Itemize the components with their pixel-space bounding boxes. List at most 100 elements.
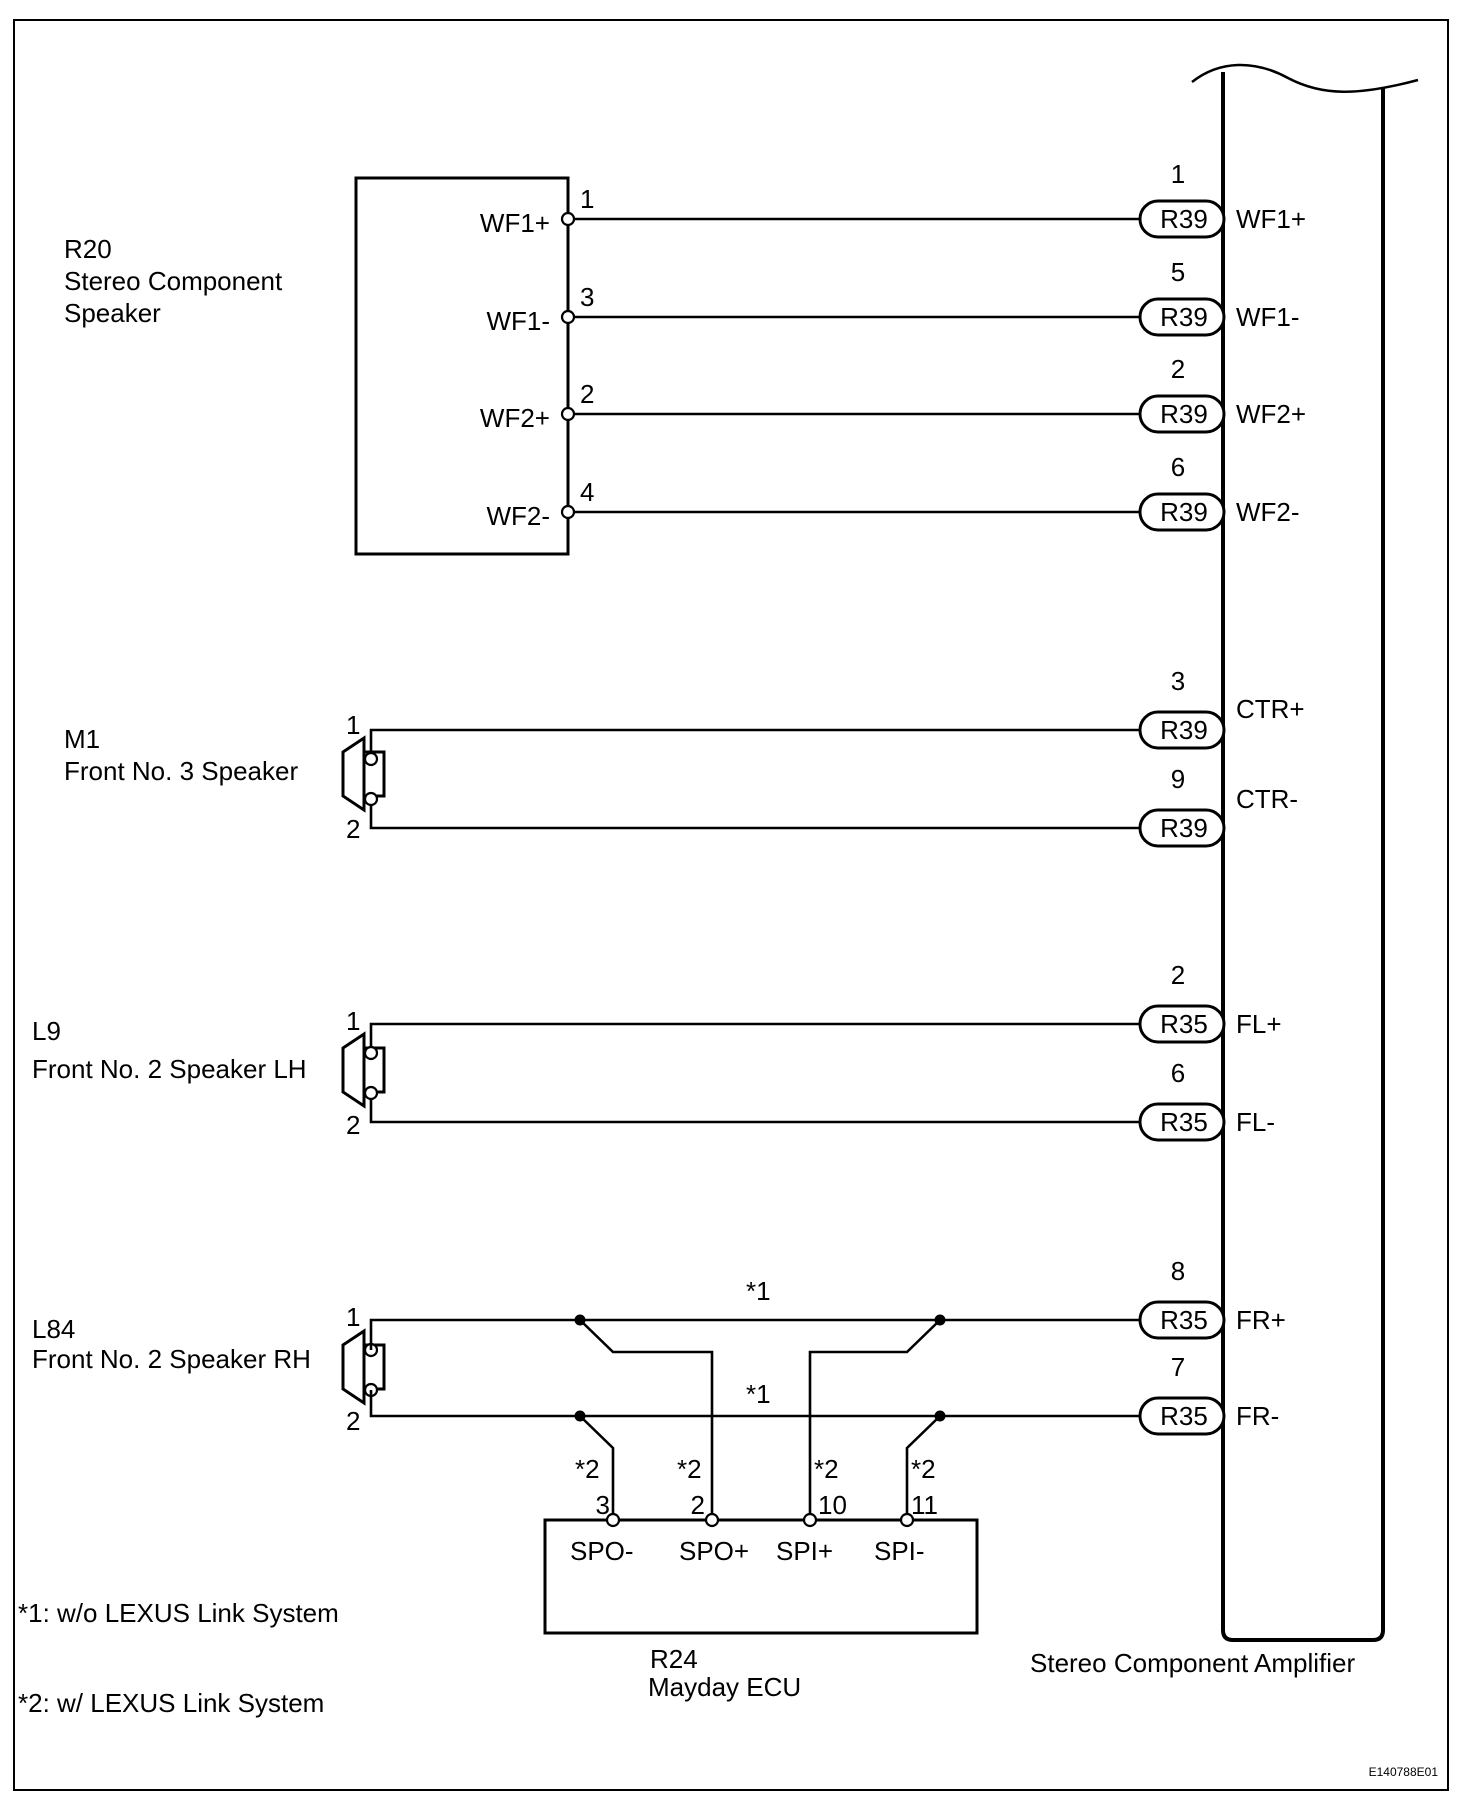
r20-name-line2: Speaker — [64, 298, 161, 328]
component-r24: *2 *2 *2 *2 3 2 10 11 SPO- SPO+ SPI+ SPI… — [543, 1454, 979, 1702]
pin-note: *2 — [911, 1454, 936, 1484]
fr-wiring: *1 *1 — [369, 1276, 1140, 1520]
amplifier-label: Stereo Component Amplifier — [1030, 1648, 1356, 1678]
component-r20: R20 Stereo Component Speaker WF1+ 1 WF1-… — [64, 176, 594, 556]
connector-pin-number: 5 — [1171, 257, 1185, 287]
wire-spo-plus — [579, 1319, 714, 1520]
wire-fl-minus — [369, 1093, 1140, 1124]
r24-pin-number: 2 — [691, 1490, 705, 1520]
amplifier-body — [1221, 72, 1385, 1642]
junction-dot — [934, 1314, 946, 1326]
amp-signal-label: FR+ — [1236, 1305, 1286, 1335]
amp-signal-label: FL- — [1236, 1107, 1275, 1137]
r24-pin-number: 3 — [596, 1490, 610, 1520]
connector-pill — [1138, 394, 1226, 434]
l84-pin2-number: 2 — [346, 1406, 360, 1436]
wire-note: *1 — [746, 1379, 771, 1409]
wire-spi-plus — [808, 1319, 941, 1520]
m1-pin1-number: 1 — [346, 710, 360, 740]
wire-note: *1 — [746, 1276, 771, 1306]
l84-code: L84 — [32, 1314, 75, 1344]
r20-code: R20 — [64, 234, 112, 264]
connector-pin-number: 1 — [1171, 159, 1185, 189]
l84-pin1-number: 1 — [346, 1302, 360, 1332]
r20-wires — [560, 211, 1140, 520]
wire-spi-minus — [905, 1415, 941, 1520]
connector-pin-number: 9 — [1171, 764, 1185, 794]
connector-pill — [1138, 492, 1226, 532]
l9-name: Front No. 2 Speaker LH — [32, 1054, 307, 1084]
m1-name: Front No. 3 Speaker — [64, 756, 298, 786]
amp-signal-label: WF1+ — [1236, 204, 1306, 234]
r24-pin-name: SPI- — [874, 1536, 925, 1566]
l9-code: L9 — [32, 1016, 61, 1046]
connector-code: R39 — [1160, 813, 1208, 843]
connector-pin-number: 3 — [1171, 666, 1185, 696]
pin-terminal — [560, 211, 576, 227]
connector-pin-number: 6 — [1171, 452, 1185, 482]
pin-terminal — [363, 1085, 379, 1101]
amp-signal-label: CTR+ — [1236, 694, 1305, 724]
pin-terminal — [560, 406, 576, 422]
connector-code: R39 — [1160, 497, 1208, 527]
r24-box — [543, 1518, 979, 1635]
junction-dot — [574, 1314, 586, 1326]
r20-pin-name: WF1+ — [480, 208, 550, 238]
pin-terminal — [605, 1512, 621, 1528]
pin-note: *2 — [677, 1454, 702, 1484]
speaker-icon — [341, 1031, 386, 1109]
pin-note: *2 — [575, 1454, 600, 1484]
r20-pin-number: 2 — [580, 379, 594, 409]
connector-pill — [1138, 297, 1226, 337]
pin-terminal — [560, 309, 576, 325]
r24-pin-number: 11 — [911, 1490, 938, 1520]
wire-spo-minus — [579, 1415, 615, 1520]
connector-code: R39 — [1160, 204, 1208, 234]
r20-pin-number: 1 — [580, 184, 594, 214]
pin-terminal — [899, 1512, 915, 1528]
component-l84: L84 Front No. 2 Speaker RH 1 2 — [32, 1302, 386, 1436]
pin-terminal — [560, 504, 576, 520]
r24-pin-name: SPO- — [570, 1536, 634, 1566]
r20-pin-name: WF2- — [486, 501, 550, 531]
connector-pill — [1138, 808, 1226, 848]
r24-pin-name: SPO+ — [679, 1536, 749, 1566]
connector-pin-number: 2 — [1171, 960, 1185, 990]
connector-pill — [1138, 710, 1226, 750]
wire-fr-minus-left — [369, 1390, 580, 1418]
stereo-component-amplifier: Stereo Component Amplifier — [1030, 63, 1419, 1678]
connector-code: R35 — [1160, 1305, 1208, 1335]
connector-pin-number: 2 — [1171, 354, 1185, 384]
connector-pin-number: 7 — [1171, 1352, 1185, 1382]
junction-dot — [574, 1410, 586, 1422]
amp-signal-label: WF2+ — [1236, 399, 1306, 429]
connector-pill — [1138, 1102, 1226, 1142]
r24-name: Mayday ECU — [648, 1672, 801, 1702]
note-line: *1: w/o LEXUS Link System — [18, 1598, 339, 1628]
note-line: *2: w/ LEXUS Link System — [18, 1688, 324, 1718]
r20-box — [354, 176, 570, 556]
component-m1: M1 Front No. 3 Speaker 1 2 — [64, 710, 1140, 844]
pin-note: *2 — [814, 1454, 839, 1484]
pin-terminal — [704, 1512, 720, 1528]
speaker-icon — [341, 1328, 386, 1406]
l9-pin2-number: 2 — [346, 1110, 360, 1140]
legend-notes: *1: w/o LEXUS Link System *2: w/ LEXUS L… — [18, 1598, 339, 1718]
m1-pin2-number: 2 — [346, 814, 360, 844]
r24-code: R24 — [650, 1644, 698, 1674]
amp-signal-label: WF1- — [1236, 302, 1300, 332]
m1-code: M1 — [64, 724, 100, 754]
connector-pin-number: 6 — [1171, 1058, 1185, 1088]
diagram-id: E140788E01 — [1369, 1765, 1439, 1779]
amplifier-break-line — [1191, 63, 1419, 93]
amp-signal-label: FR- — [1236, 1401, 1279, 1431]
connector-code: R35 — [1160, 1009, 1208, 1039]
pin-terminal — [363, 1045, 379, 1061]
pin-terminal — [363, 791, 379, 807]
wire-fr-plus-left — [369, 1318, 580, 1350]
